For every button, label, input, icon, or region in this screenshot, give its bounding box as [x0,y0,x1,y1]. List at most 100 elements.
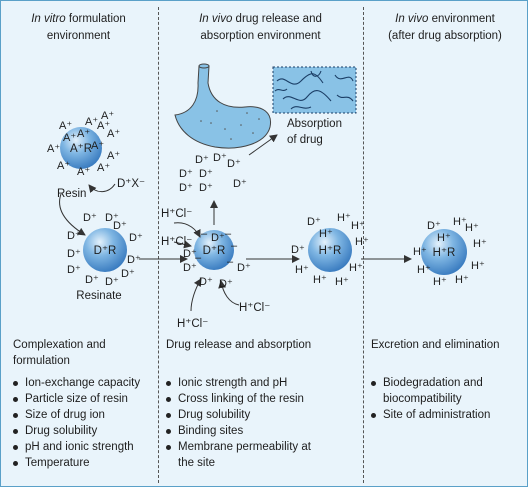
ion-label: D⁺ [427,220,441,232]
release-core-label: D⁺R [203,245,226,257]
ion-label: H⁺ [437,232,451,244]
release-ions: D⁺ D⁺ D⁺ D⁺ D⁺ D⁺ – – – – – [183,228,251,290]
ion-label: D⁺ [183,248,197,260]
ion-label: H⁺ [295,264,309,276]
resinate-sphere [83,228,127,272]
list-item: Membrane permeability at the site [166,439,316,471]
ion-label: D⁺ [237,262,251,274]
absorbed-core-label: H⁺R [319,245,342,257]
to-absorption-arrow [248,134,278,156]
list-item: Size of drug ion [13,407,153,423]
neg-label: – [195,252,202,264]
ion-label: D⁺ [199,168,213,180]
acid-top-label: H⁺Cl⁻ [161,208,192,220]
ion-label: H⁺ [413,246,427,258]
ion-label: A⁺ [85,116,98,128]
list-item: Site of administration [371,407,501,423]
ion-label: D⁺ [121,268,135,280]
section-title-formulation: Complexation and formulation [13,339,106,367]
ion-label: D⁺ [179,168,193,180]
ion-label: D⁺ [199,276,213,288]
section-title-release: Drug release and absorption [166,339,312,351]
ion-label: D⁺ [67,230,81,242]
ion-label: D⁺ [211,232,225,244]
list-item: Drug solubility [13,423,153,439]
ion-label: H⁺ [335,276,349,288]
ion-label: H⁺ [455,274,469,286]
resin-core-label: A⁺R [70,143,92,155]
ion-label: H⁺ [417,264,431,276]
ion-label: D⁺ [67,264,81,276]
resin-sphere [60,127,102,169]
stomach-icon [174,65,272,149]
acid-top-arrow [173,222,201,238]
ion-label: D⁺ [219,278,233,290]
ion-label: D⁺ [105,276,119,288]
ion-label: A⁺ [57,160,70,172]
absorption-label-line1: Absorption [287,118,342,130]
released-drug-ions: D⁺ D⁺ D⁺ D⁺ D⁺ D⁺ D⁺ D⁺ [179,152,247,194]
ion-label: A⁺ [107,128,120,140]
ion-label: D⁺ [227,158,241,170]
ion-label: D⁺ [67,248,81,260]
list-item: Binding sites [166,423,316,439]
resin-label: Resin [57,188,86,200]
ion-label: H⁺ [471,260,485,272]
intestinal-tissue-icon [272,66,357,114]
resinate-core-label: D⁺R [94,245,117,257]
ion-label: A⁺ [97,120,110,132]
ion-label: H⁺ [473,238,487,250]
ion-label: H⁺ [319,228,333,240]
absorption-label-line2: of drug [287,134,323,146]
ion-label: H⁺ [433,276,447,288]
list-item: Particle size of resin [13,391,153,407]
list-item: Drug solubility [166,407,316,423]
acid-mid-label: H⁺Cl⁻ [161,236,192,248]
acid-mid-arrow [173,240,192,249]
release-factors-list: Ionic strength and pH Cross linking of t… [166,375,316,471]
list-item: pH and ionic strength [13,439,153,455]
ion-label: H⁺ [351,220,365,232]
ion-label: D⁺ [291,244,305,256]
drug-exchange-arrow [88,183,116,193]
column-header-in-vivo-after: In vivo environment (after drug absorpti… [388,13,502,42]
absorbed-ions: D⁺ H⁺ H⁺ D⁺ H⁺ H⁺ H⁺ H⁺ H⁺ H⁺ [291,212,369,288]
ion-label: D⁺ [127,254,141,266]
ion-label: A⁺ [97,162,110,174]
list-item: Ionic strength and pH [166,375,316,391]
ion-label: D⁺ [199,182,213,194]
resinate-ions: D⁺ D⁺ D⁺ D⁺ D⁺ D⁺ D⁺ D⁺ D⁺ D⁺ D⁺ [67,212,143,288]
release-sphere [194,230,234,270]
final-sphere [421,229,467,275]
list-item: Temperature [13,455,153,471]
excretion-factors-list: Biodegradation and biocompatibility Site… [371,375,501,423]
section-title-excretion: Excretion and elimination [371,339,500,351]
ion-label: D⁺ [179,182,193,194]
acid-bottom-left-arrow [190,278,202,312]
ion-label: H⁺ [313,274,327,286]
acid-bottom-left-label: H⁺Cl⁻ [177,318,208,330]
list-item: Cross linking of the resin [166,391,316,407]
ion-label: A⁺ [91,140,104,152]
resinate-label: Resinate [76,290,121,302]
neg-label: – [227,256,234,268]
final-core-label: H⁺R [433,247,456,259]
ion-label: D⁺ [183,262,197,274]
ion-label: A⁺ [59,120,72,132]
ion-label: D⁺ [233,178,247,190]
ion-label: D⁺ [213,152,227,164]
ion-label: D⁺ [113,220,127,232]
resin-ions: A⁺ A⁺ A⁺ A⁺ A⁺ A⁺ A⁺ A⁺ A⁺ A⁺ A⁺ A⁺ A⁺ [47,110,120,178]
acid-bottom-right-label: H⁺Cl⁻ [239,302,270,314]
absorbed-sphere [308,228,352,272]
drug-salt-label: D⁺X⁻ [117,178,145,190]
ion-label: A⁺ [107,150,120,162]
ion-label: A⁺ [47,143,60,155]
ion-label: A⁺ [77,166,90,178]
column-divider-left [158,7,159,483]
neg-label: – [201,228,208,240]
acid-bottom-right-arrow [218,280,240,306]
ion-label: D⁺ [85,274,99,286]
